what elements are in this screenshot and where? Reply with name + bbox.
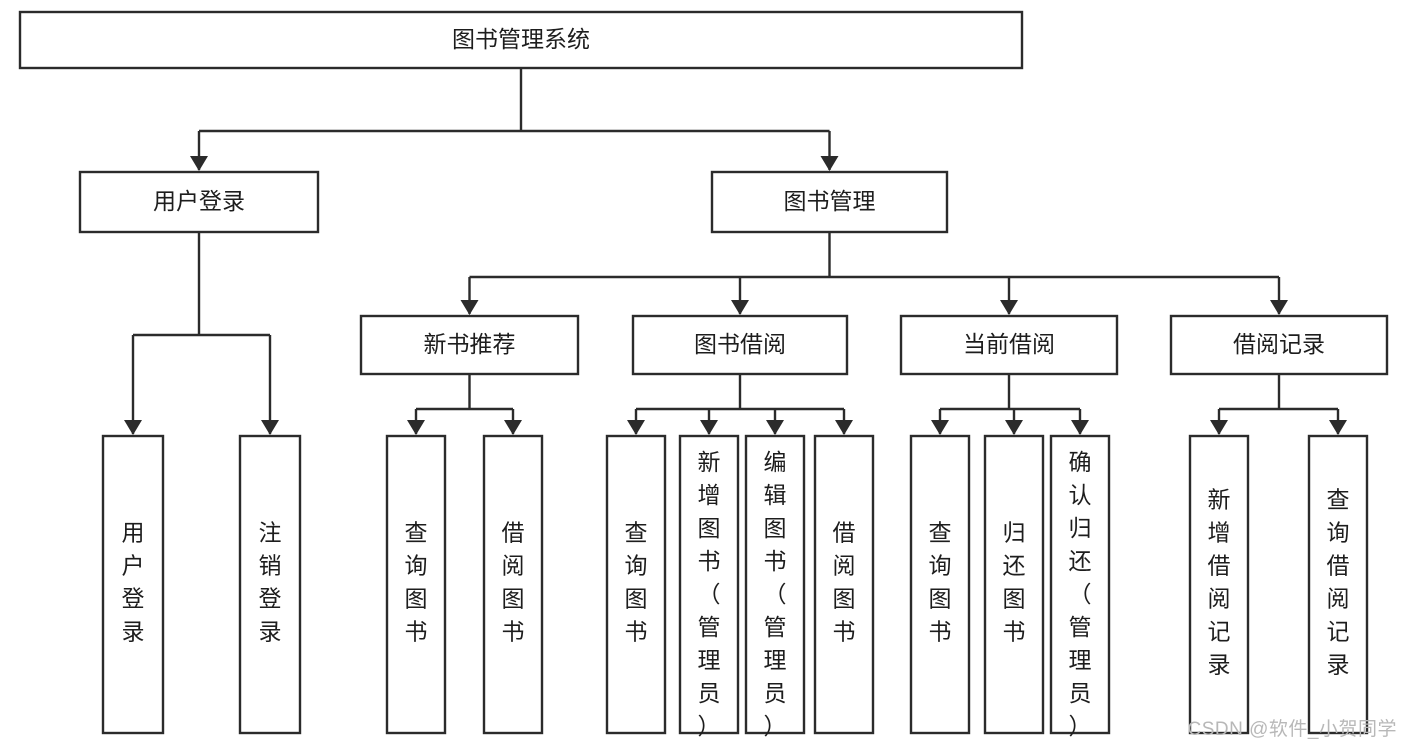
node-leaf-return-book[interactable]: 归还图书 — [983, 434, 1045, 735]
node-label-leaf-user-login: 用户登录 — [122, 520, 145, 645]
arrow-head-icon — [700, 420, 718, 435]
node-box-leaf-query-book-1 — [385, 434, 447, 735]
node-leaf-query-book-1[interactable]: 查询图书 — [385, 434, 447, 735]
arrow-head-icon — [1270, 300, 1288, 315]
arrow-head-icon — [261, 420, 279, 435]
arrow-head-icon — [820, 156, 839, 171]
node-user-login[interactable]: 用户登录 — [78, 170, 320, 234]
node-label-leaf-add-book-admin: 新增图书（管理员） — [698, 449, 721, 739]
node-box-book-management — [710, 170, 949, 234]
arrow-head-icon — [731, 300, 749, 315]
arrow-head-icon — [1329, 420, 1347, 435]
arrow-head-icon — [931, 420, 949, 435]
node-box-leaf-borrow-book-1 — [482, 434, 544, 735]
node-leaf-query-book-3[interactable]: 查询图书 — [909, 434, 971, 735]
node-box-leaf-add-book-admin — [678, 434, 740, 735]
node-label-root: 图书管理系统 — [452, 26, 590, 52]
node-book-management[interactable]: 图书管理 — [710, 170, 949, 234]
edges-from-user-login — [124, 232, 279, 435]
node-new-book-recommend[interactable]: 新书推荐 — [359, 314, 580, 376]
node-label-user-login: 用户登录 — [153, 188, 245, 214]
edges-from-borrow-record — [1210, 374, 1347, 435]
node-box-borrow-record — [1169, 314, 1389, 376]
node-label-leaf-logout-login: 注销登录 — [259, 520, 282, 645]
node-box-leaf-user-login — [101, 434, 165, 735]
node-box-leaf-confirm-return-admin — [1049, 434, 1111, 735]
arrow-head-icon — [460, 300, 479, 315]
arrow-head-icon — [627, 420, 645, 435]
edges-from-book-borrow — [627, 374, 853, 435]
node-label-book-borrow: 图书借阅 — [694, 331, 786, 357]
node-label-leaf-query-book-1: 查询图书 — [405, 520, 428, 645]
arrow-head-icon — [190, 156, 208, 171]
node-box-book-borrow — [631, 314, 849, 376]
node-leaf-logout-login[interactable]: 注销登录 — [238, 434, 302, 735]
node-label-leaf-query-borrow-record: 查询借阅记录 — [1327, 487, 1350, 678]
node-label-leaf-edit-book-admin: 编辑图书（管理员） — [764, 449, 787, 739]
node-label-leaf-return-book: 归还图书 — [1003, 520, 1026, 645]
edges-from-root — [190, 68, 839, 171]
node-borrow-record[interactable]: 借阅记录 — [1169, 314, 1389, 376]
node-label-leaf-borrow-book-1: 借阅图书 — [502, 520, 525, 645]
node-book-borrow[interactable]: 图书借阅 — [631, 314, 849, 376]
node-box-current-borrow — [899, 314, 1119, 376]
node-label-leaf-query-book-2: 查询图书 — [625, 520, 648, 645]
node-label-borrow-record: 借阅记录 — [1233, 331, 1325, 357]
arrow-head-icon — [124, 420, 142, 435]
watermark-label: CSDN @软件_小贺同学 — [1187, 719, 1397, 740]
node-label-book-management: 图书管理 — [784, 188, 876, 214]
arrow-head-icon — [1071, 420, 1089, 435]
node-box-root — [18, 10, 1024, 70]
arrow-head-icon — [1005, 420, 1023, 435]
node-label-new-book-recommend: 新书推荐 — [424, 331, 516, 357]
node-box-leaf-query-book-3 — [909, 434, 971, 735]
connector-layer — [124, 68, 1347, 435]
node-label-leaf-borrow-book-2: 借阅图书 — [833, 520, 856, 645]
node-layer: 图书管理系统用户登录图书管理新书推荐图书借阅当前借阅借阅记录用户登录注销登录查询… — [18, 10, 1389, 739]
arrow-head-icon — [407, 420, 425, 435]
node-label-leaf-query-book-3: 查询图书 — [929, 520, 952, 645]
node-box-leaf-logout-login — [238, 434, 302, 735]
edges-from-current-borrow — [931, 374, 1089, 435]
node-leaf-user-login[interactable]: 用户登录 — [101, 434, 165, 735]
node-box-leaf-query-borrow-record — [1307, 434, 1369, 735]
arrow-head-icon — [766, 420, 784, 435]
node-root[interactable]: 图书管理系统 — [18, 10, 1024, 70]
arrow-head-icon — [1210, 420, 1228, 435]
node-leaf-query-borrow-record[interactable]: 查询借阅记录 — [1307, 434, 1369, 735]
node-label-current-borrow: 当前借阅 — [963, 331, 1055, 357]
node-leaf-borrow-book-2[interactable]: 借阅图书 — [813, 434, 875, 735]
node-current-borrow[interactable]: 当前借阅 — [899, 314, 1119, 376]
node-leaf-add-book-admin[interactable]: 新增图书（管理员） — [678, 434, 740, 739]
arrow-head-icon — [1000, 300, 1018, 315]
edges-from-new-book-recommend — [407, 374, 522, 435]
node-box-leaf-borrow-book-2 — [813, 434, 875, 735]
node-label-leaf-add-borrow-record: 新增借阅记录 — [1208, 487, 1231, 678]
node-box-leaf-edit-book-admin — [744, 434, 806, 735]
edges-from-book-management — [460, 232, 1288, 315]
node-leaf-add-borrow-record[interactable]: 新增借阅记录 — [1188, 434, 1250, 735]
node-box-user-login — [78, 170, 320, 234]
arrow-head-icon — [835, 420, 853, 435]
arrow-head-icon — [504, 420, 522, 435]
node-leaf-query-book-2[interactable]: 查询图书 — [605, 434, 667, 735]
node-box-leaf-query-book-2 — [605, 434, 667, 735]
node-box-leaf-add-borrow-record — [1188, 434, 1250, 735]
node-label-leaf-confirm-return-admin: 确认归还（管理员） — [1069, 449, 1092, 739]
node-leaf-confirm-return-admin[interactable]: 确认归还（管理员） — [1049, 434, 1111, 739]
node-leaf-borrow-book-1[interactable]: 借阅图书 — [482, 434, 544, 735]
node-leaf-edit-book-admin[interactable]: 编辑图书（管理员） — [744, 434, 806, 739]
node-box-leaf-return-book — [983, 434, 1045, 735]
node-box-new-book-recommend — [359, 314, 580, 376]
